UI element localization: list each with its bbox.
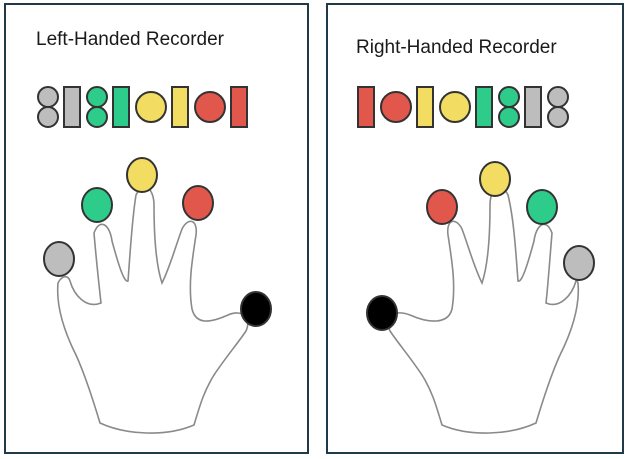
green-fingertip [81,187,113,223]
gray-double-hole-icon [547,86,569,108]
yellow-fingertip [479,161,511,197]
fingertips-left [43,157,272,327]
green-bar-icon [112,86,130,128]
green-double-hole-lower-icon [498,106,520,128]
thumb-fingertip [366,295,398,331]
gray-double-hole-lower-icon [547,106,569,128]
hole-legend-left [37,86,248,128]
left-hand-diagram [37,86,272,434]
red-hole-icon [380,91,412,123]
right-hand-diagram [357,86,595,434]
fingertips-right [366,161,595,331]
gray-double-hole-icon [37,86,59,108]
thumb-fingertip [240,291,272,327]
green-bar-icon [475,86,493,128]
left-hand-outline [56,186,249,434]
yellow-bar-icon [416,86,434,128]
green-double-hole-lower-icon [86,106,108,128]
gray-fingertip [43,241,75,277]
yellow-fingertip [126,157,158,193]
gray-fingertip [563,245,595,281]
green-double-hole-icon [498,86,520,108]
red-bar-icon [230,86,248,128]
red-fingertip [182,185,214,221]
red-bar-icon [357,86,375,128]
gray-bar-icon [524,86,542,128]
green-double-hole-icon [86,86,108,108]
red-fingertip [426,189,458,225]
red-hole-icon [194,91,226,123]
hole-legend-right [357,86,569,128]
right-hand-outline [387,186,580,434]
panel-title-left: Left-Handed Recorder [36,29,224,50]
yellow-hole-icon [439,91,471,123]
gray-double-hole-lower-icon [37,106,59,128]
right-handed-panel: Right-Handed Recorder [326,3,624,454]
yellow-bar-icon [171,86,189,128]
green-fingertip [526,189,558,225]
yellow-hole-icon [135,91,167,123]
panel-title-right: Right-Handed Recorder [356,37,557,58]
gray-bar-icon [63,86,81,128]
left-handed-panel: Left-Handed Recorder [4,3,309,454]
